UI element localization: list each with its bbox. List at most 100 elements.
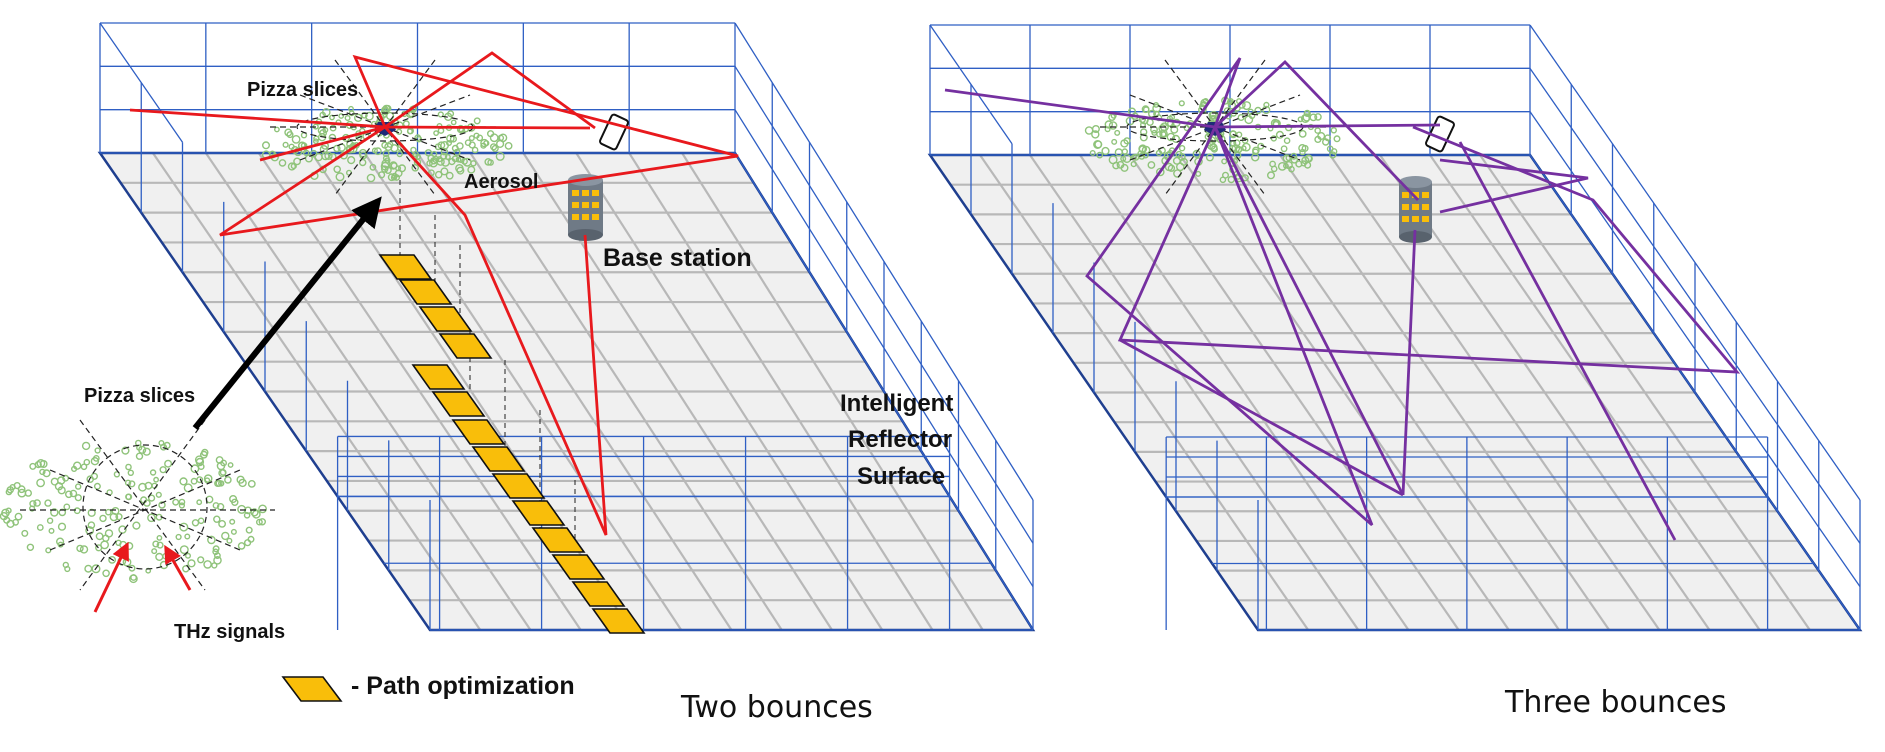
aerosol-particle: [440, 152, 448, 160]
aerosol-particle: [244, 539, 252, 547]
ray-path: [1439, 158, 1589, 214]
aerosol-particle: [333, 144, 341, 153]
thz-arrow-2: [164, 544, 192, 591]
aerosol-particle: [456, 166, 465, 175]
aerosol-particle: [1280, 145, 1288, 153]
aerosol-particle: [172, 498, 180, 506]
aerosol-particle: [366, 173, 376, 183]
path-optimization-tile: [418, 306, 473, 332]
aerosol-particle: [159, 443, 167, 451]
aerosol-particle: [1300, 160, 1307, 167]
aerosol-particle: [57, 522, 67, 531]
aerosol-particle: [432, 155, 440, 164]
aerosol-particle: [147, 513, 156, 523]
aerosol-particle: [1178, 144, 1186, 152]
aerosol-particle: [73, 507, 81, 515]
aerosol-particle: [369, 163, 377, 171]
aerosol-particle: [179, 522, 189, 532]
aerosol-particle: [381, 106, 390, 115]
aerosol-particle: [487, 159, 494, 166]
zoom-arrow: [192, 196, 382, 430]
ray-path: [1458, 141, 1677, 541]
aerosol-particle: [1093, 139, 1103, 149]
aerosol-particle: [153, 476, 160, 483]
aerosol-particle: [48, 527, 55, 534]
aerosol-particle: [183, 483, 193, 493]
thz-rays-three-bounces: [944, 57, 1741, 541]
aerosol-particle: [1178, 100, 1185, 107]
aerosol-particle: [132, 521, 141, 530]
label-irs-line3: Surface: [857, 463, 945, 490]
aerosol-particle: [291, 134, 301, 144]
aerosol-particle: [128, 574, 138, 584]
aerosol-particle: [178, 502, 186, 509]
aerosol-particle: [1333, 135, 1341, 143]
aerosol-particle: [1231, 144, 1241, 153]
aerosol-particle: [348, 105, 354, 112]
aerosol-particle: [39, 468, 46, 476]
aerosol-particle: [58, 508, 67, 517]
path-optimization-tile: [438, 333, 493, 359]
label-irs-line2: Reflector: [848, 426, 952, 453]
aerosol-particle: [1205, 153, 1214, 162]
aerosol-particle: [65, 490, 73, 499]
aerosol-particle: [1314, 135, 1322, 144]
aerosol-particle: [94, 447, 101, 454]
aerosol-particle: [455, 156, 462, 163]
aerosol-particle: [437, 111, 444, 118]
aerosol-particle: [9, 484, 16, 491]
aerosol-particle: [1104, 120, 1114, 129]
aerosol-particle: [214, 479, 222, 488]
aerosol-particle: [251, 509, 261, 519]
aerosol-particle: [111, 507, 120, 516]
aerosol-particle: [36, 524, 44, 531]
aerosol-particle: [1202, 97, 1209, 104]
ray-path: [1214, 60, 1420, 201]
aerosol-particle: [1254, 106, 1262, 115]
aerosol-particle: [262, 141, 271, 150]
label-thz-signals: THz signals: [174, 621, 285, 643]
aerosol-particle: [184, 533, 191, 540]
aerosol-particle: [155, 491, 162, 498]
aerosol-particle: [217, 480, 225, 487]
pizza-slices-inset: [20, 419, 275, 591]
aerosol-particle: [227, 462, 234, 468]
aerosol-particle: [159, 466, 167, 474]
aerosol-particle: [1252, 148, 1259, 156]
aerosol-particle: [1247, 108, 1254, 116]
right-wall-cage: [929, 24, 1861, 631]
aerosol-particle: [93, 482, 101, 490]
aerosol-particle: [1227, 98, 1234, 105]
aerosol-particle: [359, 151, 368, 160]
aerosol-particle: [128, 564, 136, 572]
aerosol-particle: [324, 151, 333, 161]
aerosol-particle: [1244, 115, 1254, 125]
aerosol-particle: [354, 113, 363, 123]
aerosol-particle: [329, 124, 337, 132]
ray-path: [383, 126, 608, 536]
aerosol-particle: [102, 569, 110, 578]
aerosol-particle: [394, 169, 403, 178]
label-pizza-slices-inset: Pizza slices: [84, 385, 195, 407]
aerosol-particle: [387, 173, 396, 182]
aerosol-particle: [125, 493, 133, 501]
aerosol-particle: [1284, 161, 1293, 170]
aerosol-particle: [247, 479, 256, 488]
aerosol-particle: [158, 501, 166, 509]
legend-label: - Path optimization: [351, 672, 575, 700]
base-station-left: [568, 174, 603, 241]
aerosol-particle: [213, 556, 222, 565]
aerosol-particle: [184, 552, 191, 559]
aerosol-particle: [1270, 135, 1278, 142]
aerosol-particle: [378, 171, 386, 179]
aerosol-particle: [221, 531, 230, 541]
aerosol-particle: [412, 150, 419, 158]
aerosol-particle: [473, 132, 480, 139]
aerosol-particle: [489, 133, 499, 143]
aerosol-particle: [1166, 132, 1176, 142]
aerosol-particle: [456, 142, 464, 150]
aerosol-particle: [197, 463, 205, 470]
legend-swatch: [281, 676, 343, 702]
aerosol-particle: [1195, 170, 1202, 177]
aerosol-particle: [118, 525, 127, 534]
